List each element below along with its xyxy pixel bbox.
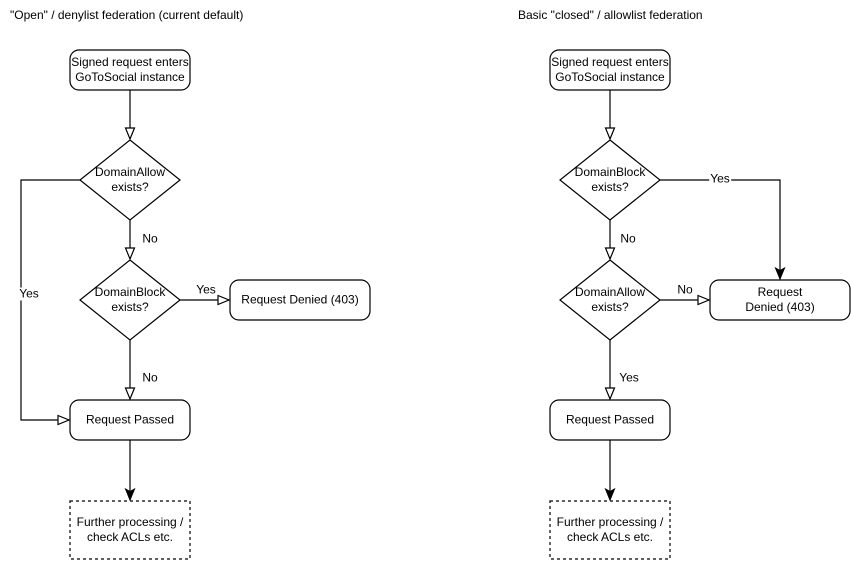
right-allow-no-label: No xyxy=(676,282,694,297)
left-decision-block-diamond xyxy=(79,259,181,341)
left-diagram-title: "Open" / denylist federation (current de… xyxy=(10,8,244,22)
right-further-label: Further processing / check ACLs etc. xyxy=(556,515,664,544)
right-passed-label: Request Passed xyxy=(565,412,655,427)
right-block-no-label: No xyxy=(619,231,637,246)
left-allow-yes-label: Yes xyxy=(18,286,40,301)
right-decision-allow-diamond xyxy=(559,259,661,341)
left-decision-allow-diamond xyxy=(79,139,181,221)
left-decision-block-label: DomainBlock exists? xyxy=(94,285,166,314)
left-further-box xyxy=(69,500,191,560)
right-decision-block-diamond xyxy=(559,139,661,221)
left-start-label: Signed request enters GoToSocial instanc… xyxy=(71,55,189,84)
left-denied-label: Request Denied (403) xyxy=(241,292,359,307)
right-start-box xyxy=(549,49,671,91)
right-diagram-title: Basic "closed" / allowlist federation xyxy=(518,8,703,22)
right-decision-block-label: DomainBlock exists? xyxy=(574,165,646,194)
right-edge-block-yes-to-denied xyxy=(660,179,780,279)
left-decision-allow-label: DomainAllow exists? xyxy=(94,165,166,194)
left-passed-label: Request Passed xyxy=(85,412,175,427)
right-start-label: Signed request enters GoToSocial instanc… xyxy=(551,55,669,84)
right-block-yes-label: Yes xyxy=(709,171,731,186)
right-decision-allow-label: DomainAllow exists? xyxy=(574,285,646,314)
left-passed-box xyxy=(69,399,191,441)
left-allow-no-label: No xyxy=(141,231,159,246)
left-denied-box xyxy=(229,279,371,321)
right-passed-box xyxy=(549,399,671,441)
right-denied-label: Request Denied (403) xyxy=(745,285,815,314)
right-allow-yes-label: Yes xyxy=(618,370,640,385)
left-block-yes-label: Yes xyxy=(195,282,217,297)
right-further-box xyxy=(549,500,671,560)
left-block-no-label: No xyxy=(141,370,159,385)
left-further-label: Further processing / check ACLs etc. xyxy=(76,515,184,544)
right-denied-box xyxy=(709,279,851,321)
left-start-box xyxy=(69,49,191,91)
